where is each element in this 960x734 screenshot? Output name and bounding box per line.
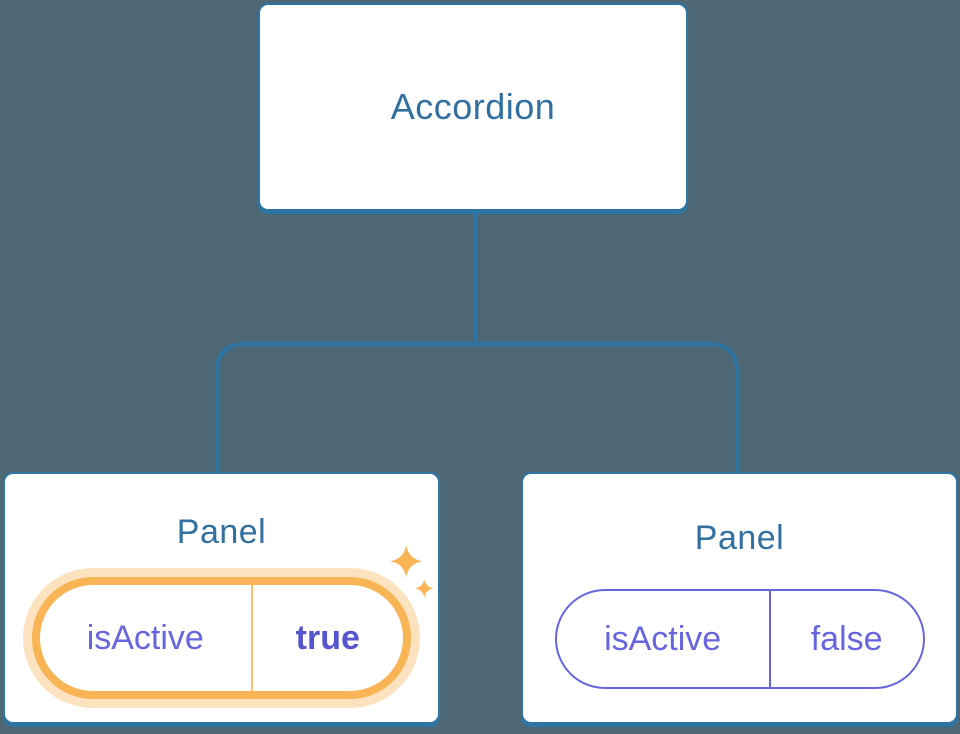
pill-divider: [768, 591, 771, 687]
tree-connector-lines: [215, 210, 739, 473]
panel-node-inactive: Panel isActive false: [521, 472, 958, 724]
prop-value: true: [295, 618, 360, 657]
sparkles-icon: [390, 545, 434, 598]
pill-divider: [250, 585, 253, 691]
panel-node-active: Panel isActive true: [3, 472, 440, 724]
accordion-node-label: Accordion: [390, 86, 556, 127]
prop-pill-inactive: isActive false: [554, 589, 925, 689]
prop-key: isActive: [86, 618, 204, 657]
prop-key: isActive: [604, 619, 722, 658]
accordion-node: Accordion: [258, 3, 688, 211]
prop-value: false: [810, 619, 883, 658]
panel-title: Panel: [694, 519, 785, 557]
panel-title: Panel: [176, 513, 267, 551]
prop-pill-active: isActive true: [32, 577, 411, 699]
